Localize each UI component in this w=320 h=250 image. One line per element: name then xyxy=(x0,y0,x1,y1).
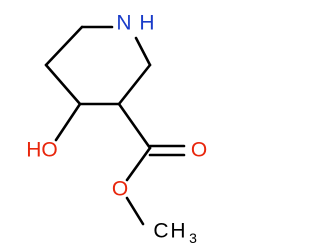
bond-c2-n1 xyxy=(134,36,152,67)
hydroxyl-label: HO xyxy=(26,139,58,162)
bond-carbonyl-o xyxy=(125,146,152,182)
bond-o-methyl xyxy=(125,196,145,226)
carbonyl-oxygen-label: O xyxy=(191,139,207,162)
methyl-subscript: 3 xyxy=(189,230,197,246)
bond-c3-carbonyl xyxy=(117,102,152,150)
methyl-h-label: H xyxy=(170,220,185,243)
ester-oxygen-label: O xyxy=(112,178,128,201)
nitrogen-label: N xyxy=(116,12,131,35)
bond-c5-c4 xyxy=(44,63,82,106)
bond-c4-oh xyxy=(54,102,82,142)
molecule-structure: N H HO O O C H 3 xyxy=(26,12,207,247)
methyl-c-label: C xyxy=(153,220,168,243)
bond-c3-c2 xyxy=(117,63,152,106)
bond-c6-c5 xyxy=(44,25,84,67)
nitrogen-h-label: H xyxy=(139,12,154,35)
